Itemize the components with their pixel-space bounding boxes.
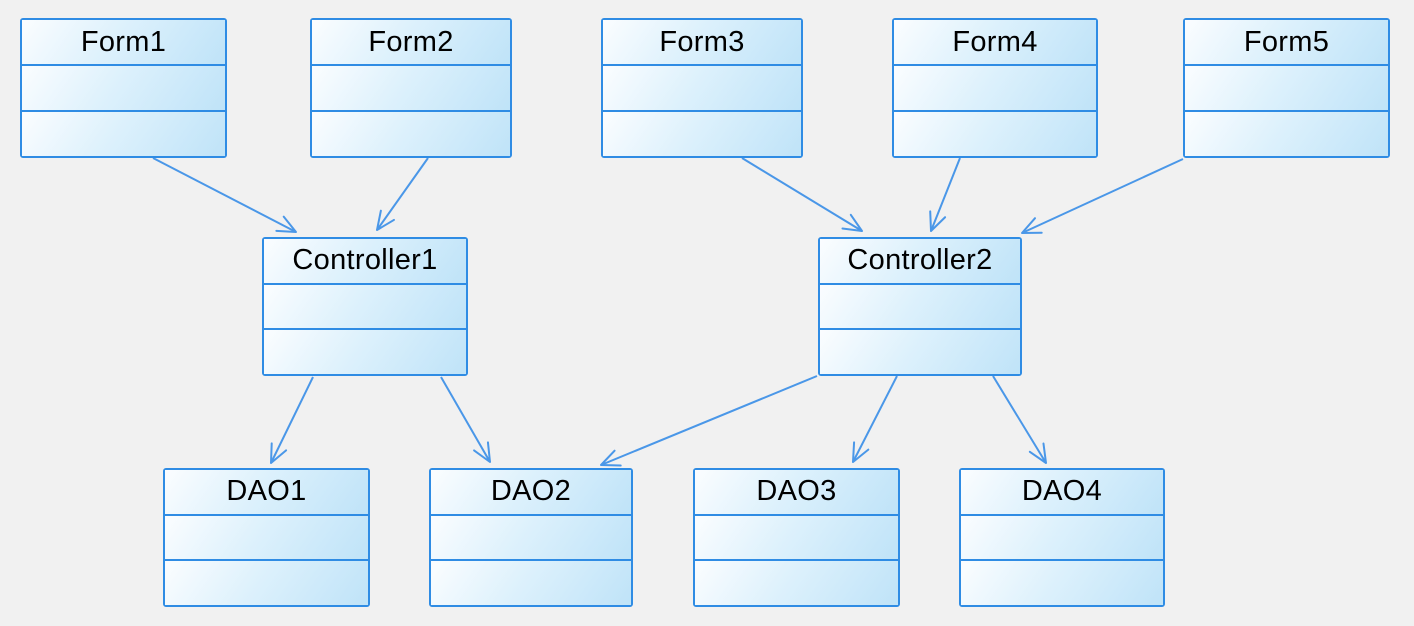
class-name-label: Form1 bbox=[80, 25, 167, 58]
class-operations-compartment bbox=[165, 559, 368, 606]
class-node-dao3: DAO3 bbox=[693, 468, 900, 607]
class-name-label: Form3 bbox=[659, 25, 745, 58]
class-operations-compartment bbox=[312, 110, 510, 156]
class-node-controller1: Controller1 bbox=[262, 237, 468, 376]
edge-controller1-dao1 bbox=[270, 376, 314, 464]
class-name-label: DAO2 bbox=[490, 475, 572, 508]
class-name-label: DAO1 bbox=[226, 475, 307, 508]
class-name-label: Form2 bbox=[368, 25, 454, 58]
class-node-controller2: Controller2 bbox=[818, 237, 1022, 376]
class-attributes-compartment bbox=[695, 513, 898, 560]
class-attributes-compartment bbox=[603, 64, 801, 110]
class-operations-compartment bbox=[431, 559, 631, 606]
edge-form5-controller2 bbox=[1021, 158, 1184, 234]
class-title-compartment: Form5 bbox=[1185, 20, 1388, 64]
class-name-label: Form4 bbox=[952, 25, 1038, 58]
edge-form1-controller1 bbox=[152, 157, 297, 233]
class-operations-compartment bbox=[820, 328, 1020, 375]
class-operations-compartment bbox=[961, 559, 1163, 606]
class-attributes-compartment bbox=[264, 282, 466, 329]
class-name-label: Form5 bbox=[1243, 25, 1330, 58]
edge-form3-controller2 bbox=[741, 157, 863, 232]
class-title-compartment: DAO4 bbox=[961, 470, 1163, 514]
class-title-compartment: Form2 bbox=[312, 20, 510, 64]
class-node-dao2: DAO2 bbox=[429, 468, 633, 607]
class-operations-compartment bbox=[603, 110, 801, 156]
class-attributes-compartment bbox=[312, 64, 510, 110]
class-name-label: Controller2 bbox=[847, 244, 993, 277]
class-title-compartment: Form3 bbox=[603, 20, 801, 64]
class-name-label: Controller1 bbox=[292, 244, 438, 277]
edge-controller2-dao2 bbox=[600, 375, 818, 467]
class-attributes-compartment bbox=[22, 64, 225, 110]
class-attributes-compartment bbox=[961, 513, 1163, 560]
edge-controller2-dao3 bbox=[852, 375, 898, 463]
class-operations-compartment bbox=[894, 110, 1096, 156]
class-title-compartment: Form1 bbox=[22, 20, 225, 64]
class-operations-compartment bbox=[695, 559, 898, 606]
class-title-compartment: Controller2 bbox=[820, 239, 1020, 283]
class-node-form3: Form3 bbox=[601, 18, 803, 158]
class-operations-compartment bbox=[264, 328, 466, 375]
class-attributes-compartment bbox=[820, 282, 1020, 329]
class-node-dao4: DAO4 bbox=[959, 468, 1165, 607]
class-node-form4: Form4 bbox=[892, 18, 1098, 158]
edge-controller1-dao2 bbox=[440, 376, 491, 463]
class-attributes-compartment bbox=[165, 513, 368, 560]
class-node-form5: Form5 bbox=[1183, 18, 1390, 158]
class-node-form1: Form1 bbox=[20, 18, 227, 158]
edge-form4-controller2 bbox=[929, 157, 961, 232]
class-attributes-compartment bbox=[1185, 64, 1388, 110]
class-title-compartment: Form4 bbox=[894, 20, 1096, 64]
class-title-compartment: DAO1 bbox=[165, 470, 368, 514]
edge-form2-controller1 bbox=[376, 157, 429, 231]
class-node-dao1: DAO1 bbox=[163, 468, 370, 607]
edge-controller2-dao4 bbox=[992, 375, 1047, 464]
class-name-label: DAO4 bbox=[1021, 475, 1103, 508]
class-name-label: DAO3 bbox=[756, 475, 837, 508]
class-node-form2: Form2 bbox=[310, 18, 512, 158]
class-operations-compartment bbox=[22, 110, 225, 156]
class-title-compartment: DAO3 bbox=[695, 470, 898, 514]
class-title-compartment: DAO2 bbox=[431, 470, 631, 514]
class-attributes-compartment bbox=[431, 513, 631, 560]
class-attributes-compartment bbox=[894, 64, 1096, 110]
class-operations-compartment bbox=[1185, 110, 1388, 156]
class-title-compartment: Controller1 bbox=[264, 239, 466, 283]
